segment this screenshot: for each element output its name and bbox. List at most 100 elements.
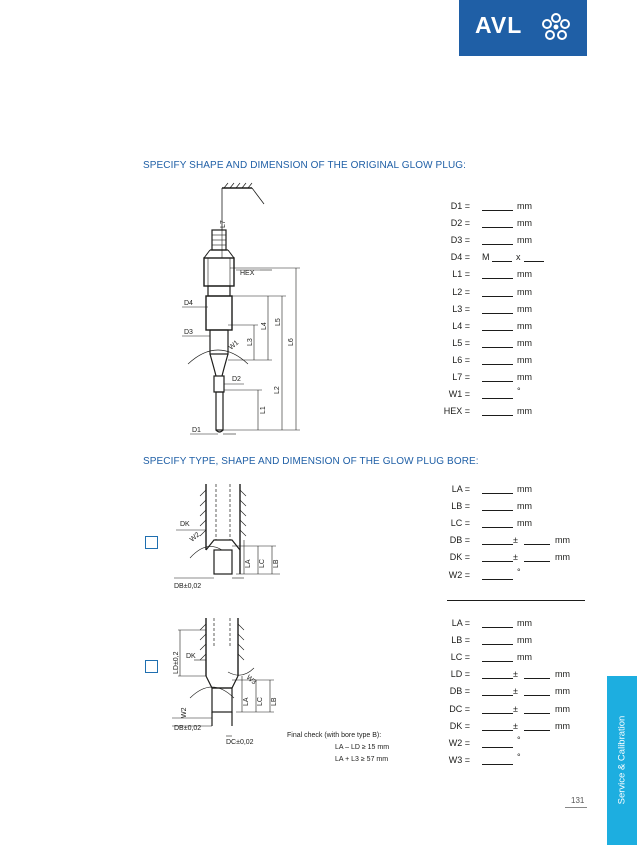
spec-input-field[interactable]: [482, 398, 513, 400]
spec-label: LA =: [451, 484, 470, 494]
spec-row: L2 =mm: [430, 287, 580, 299]
spec-input-field[interactable]: [482, 695, 513, 697]
label-w1: W1: [228, 339, 241, 351]
spec-tolerance-field[interactable]: [524, 678, 550, 680]
spec-input-field[interactable]: [482, 278, 513, 280]
label-l6: L6: [288, 338, 295, 346]
spec-input-field[interactable]: [482, 527, 513, 529]
spec-input-field[interactable]: [482, 578, 513, 580]
spec-label: L7 =: [452, 372, 470, 382]
spec-label: L3 =: [452, 303, 470, 314]
spec-row: HEX = mm: [430, 406, 580, 418]
spec-label: D3 =: [450, 235, 470, 246]
label-d1: D1: [192, 427, 201, 434]
spec-input-field[interactable]: [482, 561, 513, 563]
spec-unit: mm: [517, 354, 532, 365]
spec-input-field[interactable]: [482, 363, 513, 365]
spec-unit: mm: [555, 552, 570, 563]
spec-input-field[interactable]: [482, 544, 513, 546]
spec-unit: mm: [517, 286, 532, 297]
spec-unit: mm: [517, 652, 532, 663]
spec-unit: mm: [517, 337, 532, 348]
spec-input-field[interactable]: [482, 712, 513, 714]
spec-unit: mm: [555, 535, 570, 546]
spec-row: L5 =mm: [430, 338, 580, 350]
spec-input-field[interactable]: [482, 729, 513, 731]
spec-input-field[interactable]: [482, 295, 513, 297]
spec-input-field[interactable]: [482, 329, 513, 331]
label-d3: D3: [184, 329, 193, 336]
spec-row: L3 = mm: [430, 304, 580, 316]
spec-input-field[interactable]: [482, 381, 513, 382]
label-la-b: LA: [243, 697, 250, 706]
spec-unit: mm: [517, 201, 532, 211]
spec-tolerance-field[interactable]: [524, 695, 550, 697]
spec-input-field[interactable]: [482, 644, 513, 646]
spec-mid: x: [516, 252, 521, 263]
divider-line: [447, 600, 585, 601]
spec-input-field[interactable]: [482, 244, 513, 246]
spec-input-field[interactable]: [482, 415, 513, 417]
spec-row: LA =mm: [430, 618, 580, 630]
spec-input-field[interactable]: [482, 661, 513, 663]
spec-input-field[interactable]: [482, 763, 513, 765]
spec-input-field[interactable]: [482, 678, 513, 680]
spec-tolerance-field[interactable]: [524, 729, 550, 731]
spec-row: D3 =mm: [430, 235, 580, 247]
spec-label: W2 =: [448, 569, 470, 580]
page-number-rule: [565, 807, 587, 808]
label-l2: L2: [274, 386, 281, 394]
spec-label: LC =: [450, 518, 470, 529]
spec-label: HEX =: [443, 406, 470, 417]
final-check-title: Final check (with bore type B):: [287, 732, 382, 739]
section2-heading: SPECIFY TYPE, SHAPE AND DIMENSION OF THE…: [143, 456, 479, 467]
spec-row: LA =mm: [430, 484, 580, 496]
spec-row: W2 =°: [430, 567, 580, 582]
final-check-note: Final check (with bore type B): LA – LD …: [287, 730, 389, 766]
section1-heading: SPECIFY SHAPE AND DIMENSION OF THE ORIGI…: [143, 160, 467, 171]
spec-input-field[interactable]: [482, 227, 513, 229]
spec-unit: mm: [517, 406, 532, 417]
page-number: 131: [571, 796, 585, 805]
spec-row: LC =mm: [430, 518, 580, 530]
spec-row: LB =mm: [430, 635, 580, 647]
bore-type-b-checkbox[interactable]: [145, 660, 158, 673]
spec-input-field[interactable]: [482, 210, 513, 211]
spec-row: DK =±mm: [430, 552, 580, 564]
spec-input-field[interactable]: [492, 261, 512, 263]
spec-input-field[interactable]: [524, 261, 544, 263]
spec-input-field[interactable]: [482, 627, 513, 628]
spec-unit: mm: [517, 372, 532, 382]
spec-row: L4 =mm: [430, 321, 580, 333]
spec-label: L1 =: [452, 269, 470, 280]
label-w2-b: W2: [181, 707, 188, 718]
spec-input-field[interactable]: [482, 312, 513, 314]
spec-row: LC =mm: [430, 652, 580, 664]
spec-input-field[interactable]: [482, 746, 513, 748]
label-dk-a: DK: [180, 521, 190, 528]
final-check-line1: LA – LD ≥ 15 mm: [335, 744, 390, 751]
spec-unit: mm: [555, 703, 570, 714]
label-l4: L4: [261, 322, 268, 330]
spec-label: LD =: [450, 669, 470, 680]
spec-unit: mm: [517, 635, 532, 646]
spec-unit: mm: [555, 669, 570, 680]
spec-input-field[interactable]: [482, 493, 513, 494]
spec-row: W3 =°: [430, 752, 580, 767]
spec-unit: mm: [517, 218, 532, 229]
spec-input-field[interactable]: [482, 346, 513, 348]
spec-input-field[interactable]: [482, 510, 513, 512]
spec-tolerance-field[interactable]: [524, 544, 550, 546]
glow-plug-drawing: L7 HEX D4 D3 W1 D2 D1 L1 L2 L3 L4 L5 L6: [182, 182, 300, 435]
side-tab-label: Service & Calibration: [616, 715, 628, 805]
label-hex: HEX: [240, 270, 255, 277]
spec-unit: mm: [517, 303, 532, 314]
spec-row: W2 =°: [430, 735, 580, 750]
spec-tolerance-field[interactable]: [524, 561, 550, 563]
bore-type-a-checkbox[interactable]: [145, 536, 158, 549]
label-db-b: DB±0,02: [174, 725, 201, 732]
avl-logo: AVL: [459, 0, 587, 56]
spec-plus-minus: ±: [513, 686, 518, 697]
spec-tolerance-field[interactable]: [524, 712, 550, 714]
